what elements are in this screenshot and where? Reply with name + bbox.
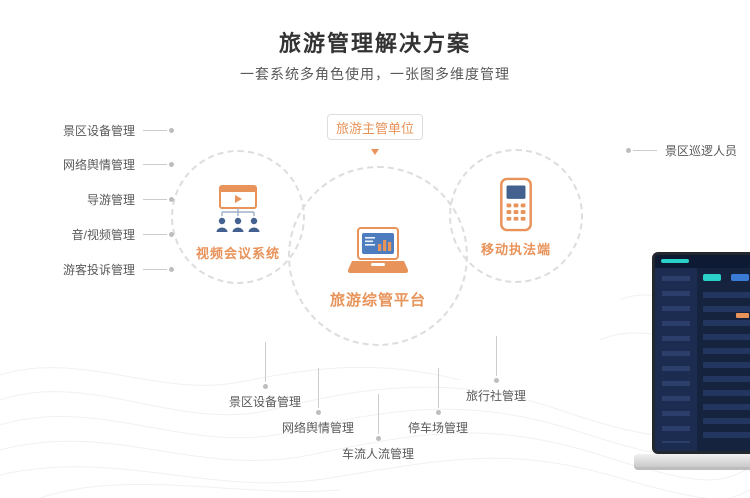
connector-line bbox=[437, 368, 439, 408]
right-item-patrol: 景区巡逻人员 bbox=[626, 142, 737, 159]
connector-dot bbox=[315, 410, 321, 415]
hub-label-box: 旅游主管单位 bbox=[327, 114, 423, 140]
mobile-terminal-icon bbox=[498, 177, 534, 237]
node-mobile-label: 移动执法端 bbox=[480, 242, 551, 257]
bottom-item-opinion: 网络舆情管理 bbox=[270, 368, 366, 436]
connector-line bbox=[143, 199, 167, 200]
left-item-equipment: 景区设备管理 bbox=[20, 122, 174, 139]
connector-line bbox=[143, 234, 167, 235]
dashboard-button-teal bbox=[703, 274, 721, 281]
node-video-conference: 视频会议系统 bbox=[171, 150, 305, 284]
connector-dot bbox=[169, 267, 174, 272]
bottom-item-agency: 旅行社管理 bbox=[448, 336, 544, 404]
node-video-label: 视频会议系统 bbox=[195, 246, 280, 261]
connector-line bbox=[377, 394, 379, 434]
bottom-item-flow: 车流人流管理 bbox=[330, 394, 426, 462]
dashboard-screen bbox=[652, 252, 750, 454]
left-item-guide: 导游管理 bbox=[20, 191, 174, 208]
connector-dot bbox=[169, 128, 174, 133]
down-arrow-icon bbox=[371, 149, 379, 155]
left-item-label: 游客投诉管理 bbox=[62, 263, 135, 277]
connector-line bbox=[317, 368, 319, 408]
bottom-item-parking: 停车场管理 bbox=[390, 368, 486, 436]
page-title: 旅游管理解决方案 bbox=[278, 31, 471, 56]
left-item-complaint: 游客投诉管理 bbox=[20, 261, 174, 278]
dashboard-button-blue bbox=[731, 274, 750, 281]
connector-dot bbox=[435, 410, 441, 415]
connector-dot bbox=[375, 436, 381, 441]
right-item-label: 景区巡逻人员 bbox=[665, 144, 738, 158]
dashboard-laptop-mockup bbox=[652, 252, 750, 454]
dashboard-table-rows bbox=[703, 292, 750, 442]
connector-line bbox=[143, 130, 167, 131]
video-conference-icon bbox=[210, 184, 266, 241]
connector-dot bbox=[169, 232, 174, 237]
left-item-label: 导游管理 bbox=[86, 193, 135, 207]
page-subtitle: 一套系统多角色使用，一张图多维度管理 bbox=[240, 66, 510, 82]
node-platform-label: 旅游综管平台 bbox=[329, 292, 426, 309]
bottom-item-equipment: 景区设备管理 bbox=[217, 342, 313, 410]
node-mobile-terminal: 移动执法端 bbox=[449, 149, 583, 283]
left-item-label: 景区设备管理 bbox=[62, 124, 135, 138]
connector-line bbox=[143, 269, 167, 270]
bottom-item-label: 停车场管理 bbox=[407, 421, 468, 435]
connector-line bbox=[633, 150, 657, 151]
connector-dot bbox=[262, 384, 268, 389]
bottom-item-label: 车流人流管理 bbox=[341, 447, 414, 461]
dashboard-main bbox=[697, 268, 750, 451]
connector-dot bbox=[626, 148, 631, 153]
bottom-item-label: 网络舆情管理 bbox=[281, 421, 354, 435]
connector-dot bbox=[169, 162, 174, 167]
connector-line bbox=[264, 342, 266, 382]
bottom-item-label: 旅行社管理 bbox=[465, 389, 526, 403]
laptop-chart-icon bbox=[345, 226, 411, 283]
connector-line bbox=[143, 164, 167, 165]
connector-line bbox=[495, 336, 497, 376]
left-item-label: 网络舆情管理 bbox=[62, 158, 135, 172]
left-item-opinion: 网络舆情管理 bbox=[20, 156, 174, 173]
hub-label: 旅游主管单位 bbox=[335, 120, 414, 136]
left-item-av: 音/视频管理 bbox=[20, 226, 174, 243]
bottom-item-label: 景区设备管理 bbox=[228, 395, 301, 409]
connector-dot bbox=[493, 378, 499, 383]
connector-dot bbox=[169, 197, 174, 202]
laptop-base bbox=[634, 454, 750, 467]
node-platform: 旅游综管平台 bbox=[288, 166, 468, 346]
left-item-label: 音/视频管理 bbox=[71, 228, 135, 242]
dashboard-sidebar bbox=[655, 268, 697, 451]
dashboard-topbar bbox=[655, 255, 750, 268]
